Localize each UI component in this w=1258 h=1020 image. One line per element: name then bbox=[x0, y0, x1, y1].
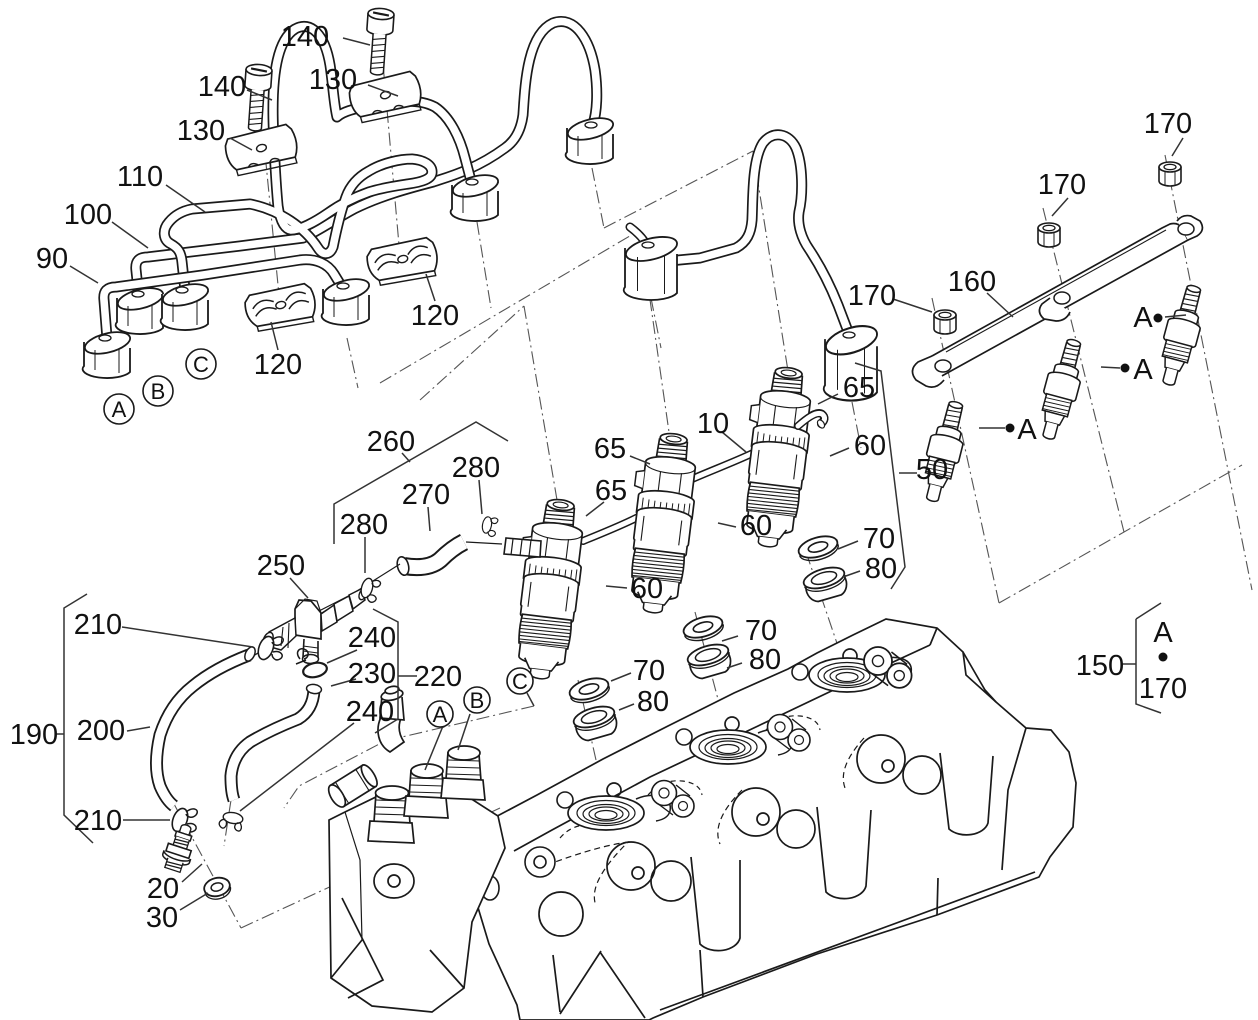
svg-text:A: A bbox=[433, 702, 448, 727]
svg-text:100: 100 bbox=[64, 199, 112, 231]
svg-text:70: 70 bbox=[633, 655, 665, 687]
svg-text:A: A bbox=[1133, 302, 1153, 334]
svg-text:230: 230 bbox=[348, 658, 396, 690]
svg-text:280: 280 bbox=[340, 509, 388, 541]
svg-text:65: 65 bbox=[594, 433, 626, 465]
svg-text:130: 130 bbox=[177, 115, 225, 147]
svg-text:170: 170 bbox=[1139, 673, 1187, 705]
svg-text:10: 10 bbox=[697, 408, 729, 440]
svg-text:A: A bbox=[1133, 354, 1153, 386]
svg-text:90: 90 bbox=[36, 243, 68, 275]
svg-text:30: 30 bbox=[146, 902, 178, 934]
svg-text:C: C bbox=[193, 352, 209, 377]
svg-text:80: 80 bbox=[865, 553, 897, 585]
svg-text:80: 80 bbox=[749, 644, 781, 676]
svg-text:80: 80 bbox=[637, 686, 669, 718]
svg-text:170: 170 bbox=[1144, 108, 1192, 140]
svg-text:280: 280 bbox=[452, 452, 500, 484]
svg-text:A: A bbox=[1017, 414, 1037, 446]
svg-text:160: 160 bbox=[948, 266, 996, 298]
svg-text:A: A bbox=[1153, 617, 1173, 649]
svg-text:B: B bbox=[151, 379, 166, 404]
svg-text:210: 210 bbox=[74, 805, 122, 837]
svg-text:190: 190 bbox=[10, 719, 58, 751]
svg-text:70: 70 bbox=[745, 615, 777, 647]
svg-text:170: 170 bbox=[848, 280, 896, 312]
svg-text:260: 260 bbox=[367, 426, 415, 458]
svg-text:130: 130 bbox=[309, 64, 357, 96]
svg-text:60: 60 bbox=[854, 430, 886, 462]
svg-text:120: 120 bbox=[411, 300, 459, 332]
svg-text:C: C bbox=[512, 669, 528, 694]
svg-text:240: 240 bbox=[346, 696, 394, 728]
svg-text:70: 70 bbox=[863, 523, 895, 555]
svg-text:220: 220 bbox=[414, 661, 462, 693]
svg-text:120: 120 bbox=[254, 349, 302, 381]
svg-text:110: 110 bbox=[117, 161, 163, 193]
svg-text:240: 240 bbox=[348, 622, 396, 654]
svg-text:A: A bbox=[112, 397, 127, 422]
svg-text:250: 250 bbox=[257, 550, 305, 582]
svg-text:65: 65 bbox=[843, 372, 875, 404]
svg-text:170: 170 bbox=[1038, 169, 1086, 201]
svg-text:140: 140 bbox=[281, 21, 329, 53]
svg-text:140: 140 bbox=[198, 71, 246, 103]
svg-text:50: 50 bbox=[916, 454, 948, 486]
svg-text:60: 60 bbox=[631, 573, 663, 605]
svg-text:65: 65 bbox=[595, 475, 627, 507]
svg-text:20: 20 bbox=[147, 873, 179, 905]
svg-text:200: 200 bbox=[77, 715, 125, 747]
svg-text:B: B bbox=[470, 688, 485, 713]
svg-text:210: 210 bbox=[74, 609, 122, 641]
svg-text:60: 60 bbox=[740, 510, 772, 542]
svg-text:150: 150 bbox=[1076, 650, 1124, 682]
svg-text:270: 270 bbox=[402, 479, 450, 511]
